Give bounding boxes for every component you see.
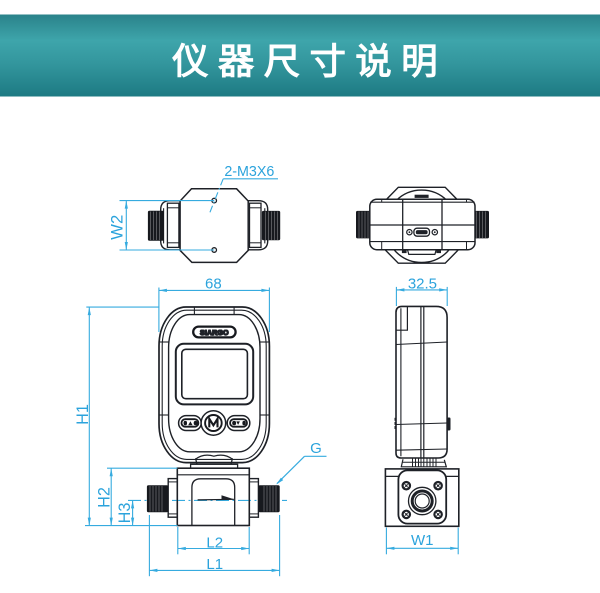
svg-text:G: G — [310, 440, 322, 457]
svg-text:H3: H3 — [116, 503, 134, 524]
svg-text:L2: L2 — [206, 534, 223, 551]
svg-text:SIARGO: SIARGO — [200, 330, 229, 337]
svg-text:仪器尺寸说明: 仪器尺寸说明 — [171, 41, 447, 82]
svg-text:H2: H2 — [95, 487, 113, 508]
svg-text:2-M3X6: 2-M3X6 — [224, 164, 274, 180]
svg-text:W2: W2 — [108, 215, 127, 240]
svg-text:W1: W1 — [411, 532, 434, 549]
svg-text:68: 68 — [205, 276, 222, 293]
svg-text:H1: H1 — [74, 404, 92, 425]
svg-text:32.5: 32.5 — [408, 275, 437, 292]
svg-text:L1: L1 — [206, 556, 223, 573]
